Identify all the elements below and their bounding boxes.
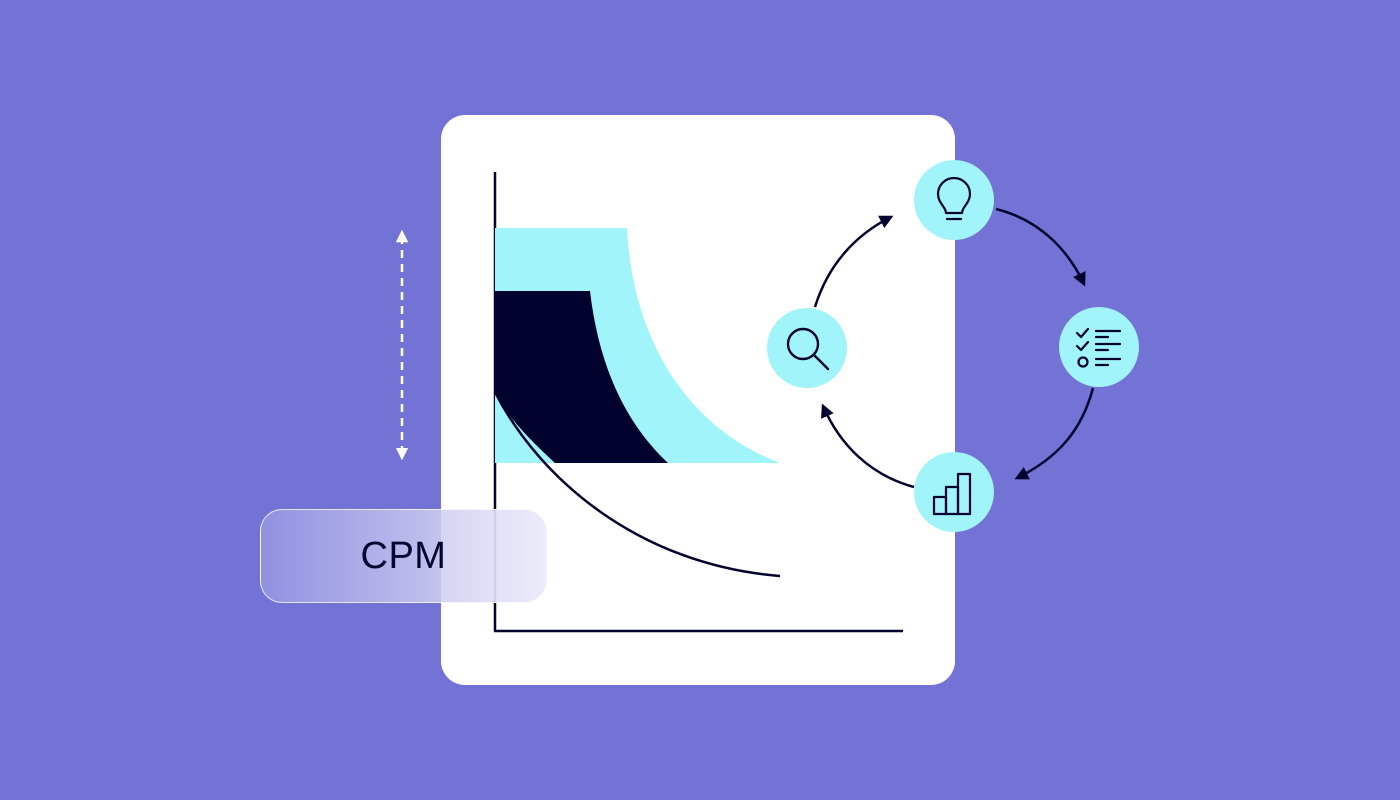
cycle-arrow-search-to-idea (813, 215, 894, 308)
lightbulb-icon (936, 176, 972, 221)
cycle-node-checklist (1059, 307, 1139, 387)
cycle-arrow-idea-to-checklist (995, 207, 1086, 287)
bar-chart-icon (932, 472, 972, 516)
cpm-badge: CPM (260, 509, 547, 603)
search-icon (786, 327, 830, 371)
cycle-arrow-checklist-to-chart (1014, 387, 1095, 480)
lower-band-area (495, 291, 668, 463)
cycle-node-search (767, 308, 847, 388)
cpm-label: CPM (360, 534, 447, 577)
checklist-icon (1075, 327, 1122, 368)
cycle-node-idea (914, 160, 994, 240)
decay-curve (493, 391, 781, 578)
cycle-arrow-chart-to-search (821, 403, 915, 489)
cycle-node-chart (914, 452, 994, 532)
